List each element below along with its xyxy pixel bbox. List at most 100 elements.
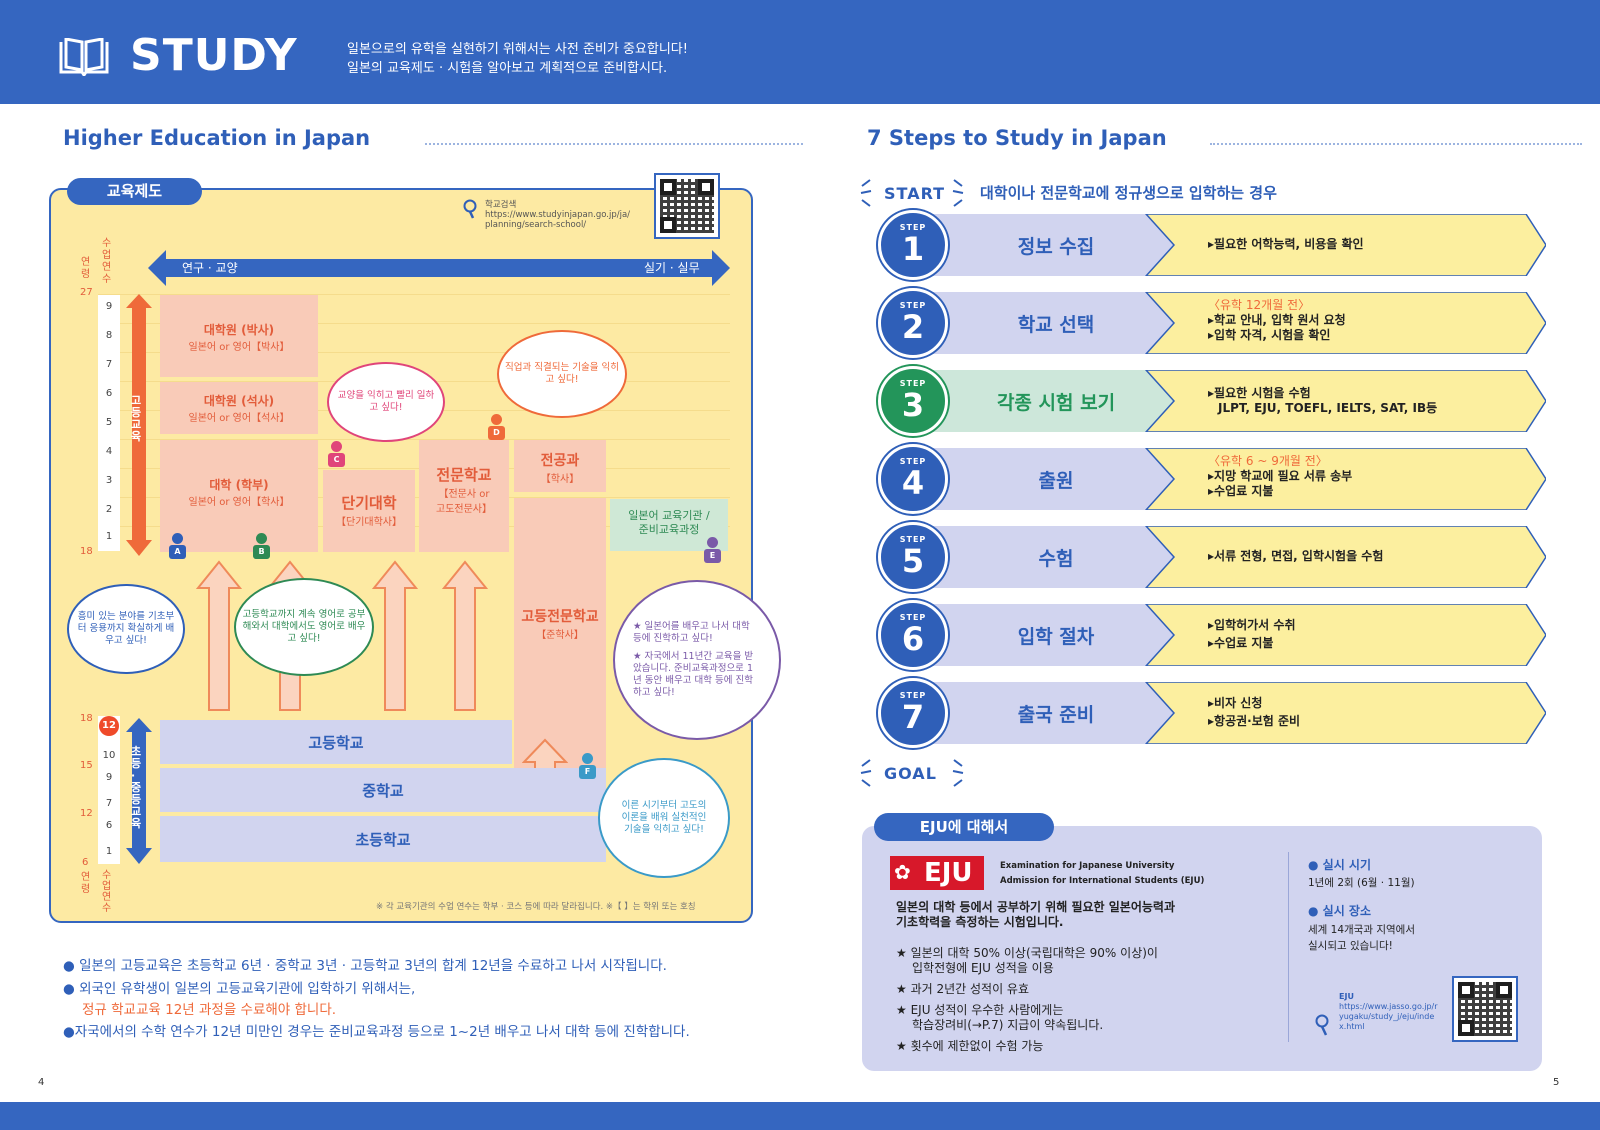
step-4-band — [906, 448, 1546, 510]
qr-code-school-search[interactable] — [654, 173, 720, 239]
middle-school-box: 중학교 — [160, 768, 606, 812]
year-num: 7 — [105, 798, 113, 809]
year-num: 5 — [105, 417, 113, 428]
preparatory-title-2: 준비교육과정 — [638, 523, 700, 536]
eju-description: 일본의 대학 등에서 공부하기 위해 필요한 일본어능력과 기초학력을 측정하는… — [896, 900, 1175, 929]
research-practical-arrow — [148, 250, 730, 286]
years-axis-label-bottom: 수업연수 — [102, 870, 112, 914]
advanced-course-degree: 【학사】 — [540, 474, 580, 485]
bubble-e-line2: ★ 자국에서 11년간 교육을 받았습니다. 준비교육과정으로 1년 동안 배우… — [633, 651, 754, 698]
eju-where-text: 세계 14개국과 지역에서 실시되고 있습니다! — [1308, 924, 1415, 952]
arrow-to-vocational — [442, 560, 488, 711]
bullet-2: ● 외국인 유학생이 일본의 고등교육기관에 입학하기 위해서는, — [63, 981, 416, 997]
high-school-box: 고등학교 — [160, 720, 512, 764]
university-degree: 일본어 or 영어【학사】 — [188, 497, 290, 508]
eju-full-name: Examination for Japanese University Admi… — [1000, 861, 1205, 886]
year-num: 1 — [105, 846, 113, 857]
eju-link-url[interactable]: https://www.jasso.go.jp/ryugaku/study_j/… — [1339, 1002, 1438, 1031]
age-label-12: 12 — [80, 808, 93, 819]
header-title: STUDY — [130, 30, 298, 81]
higher-years-column: 9 8 7 6 5 4 3 2 1 — [98, 295, 120, 551]
goal-sparkle-icon — [860, 759, 872, 787]
school-search-info: 학교검색 https://www.studyinjapan.go.jp/ja/p… — [485, 200, 635, 230]
person-pin-c: C — [328, 441, 345, 467]
master-box: 대학원 (석사) 일본어 or 영어【석사】 — [160, 382, 318, 434]
school-search-url[interactable]: https://www.studyinjapan.go.jp/ja/planni… — [485, 210, 631, 230]
person-pin-e: E — [704, 537, 721, 563]
years-axis-label: 수업연수 — [102, 238, 112, 285]
bubble-e-line1: ★ 일본어를 배우고 나서 대학 등에 진학하고 싶다! — [633, 621, 750, 644]
page-number-right: 5 — [1553, 1077, 1560, 1088]
technology-college-degree: 【준학사】 — [536, 630, 584, 641]
qr-code-eju[interactable] — [1452, 976, 1518, 1042]
advanced-course-title: 전공과 — [540, 453, 580, 469]
speech-bubble-f: 이른 시기부터 고도의 이론을 배워 실천적인 기술을 익히고 싶다! — [598, 758, 730, 878]
diagram-footnote: ※ 각 교육기관의 수업 연수는 학부 · 코스 등에 따라 달라집니다. ※【… — [376, 902, 696, 912]
step-7-title: 출국 준비 — [1017, 704, 1095, 726]
vocational-school-title: 전문학교 — [436, 466, 492, 484]
age-axis-label-bottom: 연령 — [81, 872, 91, 895]
compulsory-education-label: 초등·중등교육 — [131, 745, 142, 830]
step-3-title: 각종 시험 보기 — [996, 392, 1116, 414]
header-description: 일본으로의 유학을 실현하기 위해서는 사전 준비가 중요합니다! 일본의 교육… — [347, 40, 688, 78]
year-12-badge: 12 — [99, 716, 119, 736]
eju-where-title: ● 실시 장소 — [1308, 904, 1371, 918]
junior-college-degree: 【단기대학사】 — [336, 517, 402, 528]
university-box: 대학 (학부) 일본어 or 영어【학사】 — [160, 440, 318, 552]
step-6-title: 입학 절차 — [1017, 626, 1095, 648]
arrow-left-label: 연구 · 교양 — [182, 261, 238, 275]
step-3-band — [906, 370, 1546, 432]
year-num: 3 — [105, 475, 113, 486]
bullet-3: ●자국에서의 수학 연수가 12년 미만인 경우는 준비교육과정 등으로 1~2… — [63, 1024, 690, 1040]
right-section-title: 7 Steps to Study in Japan — [867, 126, 1167, 150]
bullet-2-emphasis: 정규 학교교육 12년 과정을 수료해야 합니다. — [82, 1002, 337, 1018]
year-num: 9 — [105, 301, 113, 312]
vocational-degree-2: 고도전문사】 — [436, 504, 492, 515]
footer-bar — [0, 1102, 1600, 1130]
step-5-desc: ▸서류 전형, 면접, 입학시험을 수험 — [1208, 549, 1384, 563]
age-label-15: 15 — [80, 760, 93, 771]
advanced-course-box: 전공과 【학사】 — [514, 440, 606, 492]
step-2-desc: 〈유학 12개월 전〉 ▸학교 안내, 입학 원서 요청 ▸입학 자격, 시험을… — [1208, 298, 1346, 342]
vocational-school-box: 전문학교 【전문사 or 고도전문사】 — [419, 440, 509, 552]
eju-link-info: EJU https://www.jasso.go.jp/ryugaku/stud… — [1339, 992, 1438, 1031]
step-7-desc: ▸비자 신청 ▸항공권·보험 준비 — [1208, 696, 1301, 728]
master-title: 대학원 (석사) — [203, 394, 275, 408]
preparatory-title-1: 일본어 교육기관 / — [628, 509, 710, 522]
elementary-school-label: 초등학교 — [355, 831, 411, 849]
speech-bubble-c: 교양을 익히고 빨리 일하고 싶다! — [327, 362, 445, 442]
school-search-label: 학교검색 — [485, 200, 517, 210]
age-axis-label: 연령 — [81, 257, 91, 280]
year-num: 7 — [105, 359, 113, 370]
speech-bubble-e: ★ 일본어를 배우고 나서 대학 등에 진학하고 싶다! ★ 자국에서 11년간… — [613, 580, 781, 740]
step-6-band — [906, 604, 1546, 666]
sakura-icon: ✿ — [894, 860, 911, 884]
header-desc-line1: 일본으로의 유학을 실현하기 위해서는 사전 준비가 중요합니다! — [347, 42, 688, 57]
year-num: 8 — [105, 330, 113, 341]
bullet-1: ● 일본의 고등교육은 초등학교 6년 · 중학교 3년 · 고등학교 3년의 … — [63, 958, 667, 974]
university-title: 대학 (학부) — [209, 478, 269, 492]
start-label: START — [884, 184, 946, 203]
person-pin-b: B — [253, 533, 270, 559]
year-num: 6 — [105, 820, 113, 831]
age-label-6: 6 — [82, 857, 89, 868]
junior-college-box: 단기대학 【단기대학사】 — [323, 470, 415, 552]
right-title-dotline — [1210, 143, 1582, 145]
eju-tab: EJU에 대해서 — [874, 813, 1054, 841]
eju-logo: EJU — [890, 856, 984, 890]
year-num: 2 — [105, 504, 113, 515]
speech-bubble-a: 흥미 있는 분야를 기초부터 응용까지 확실하게 배우고 싶다! — [67, 584, 185, 674]
step-5-title: 수험 — [1038, 548, 1074, 570]
age-label-18-bottom: 18 — [80, 713, 93, 724]
eju-points: ★ 일본의 대학 50% 이상(국립대학은 90% 이상)이 입학전형에 EJU… — [896, 946, 1158, 1053]
